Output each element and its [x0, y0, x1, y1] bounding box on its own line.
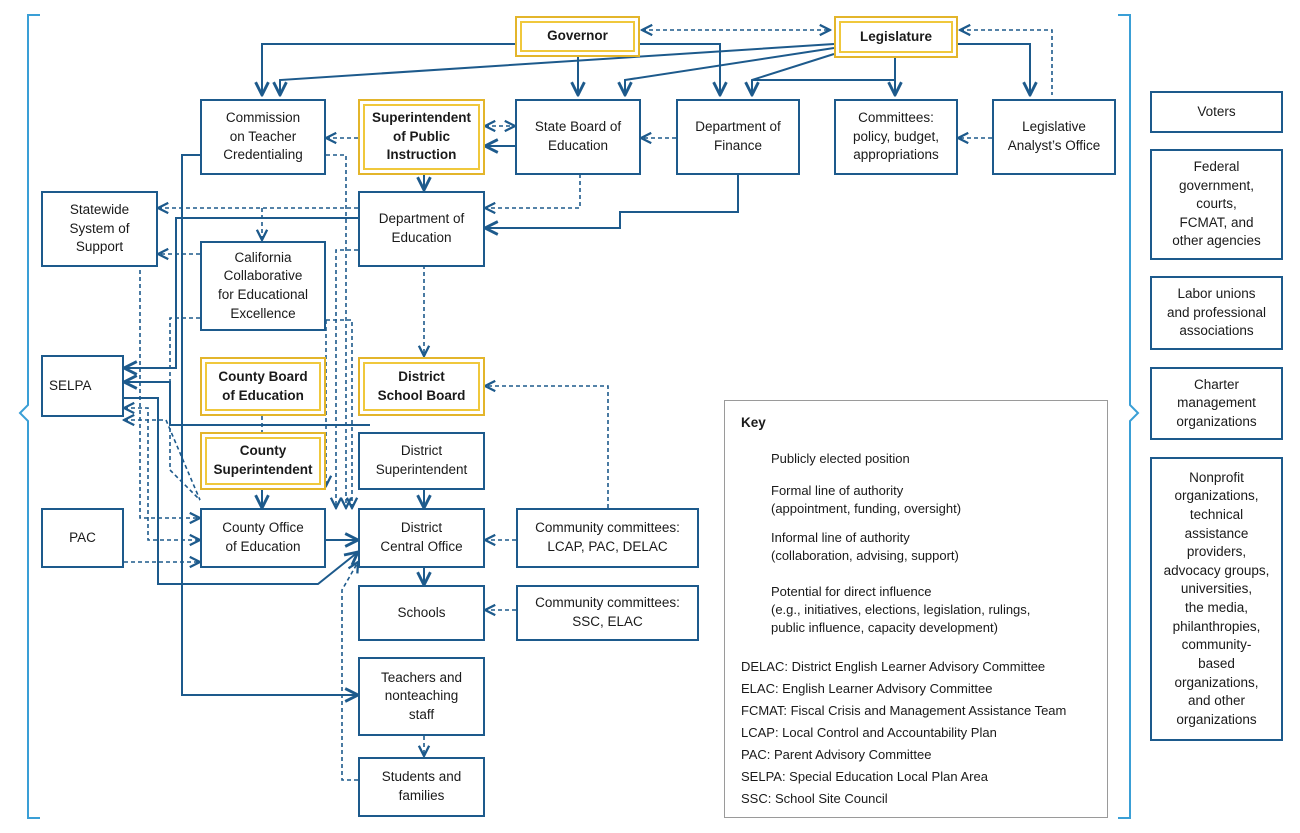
informal-lines: [124, 30, 1053, 781]
district-school-board-node: District School Board: [358, 357, 485, 416]
legislative-committees-node: Committees: policy, budget, appropriatio…: [834, 99, 958, 175]
legend-formal-label: Formal line of authority (appointment, f…: [771, 483, 962, 517]
students-families-node: Students and families: [358, 757, 485, 817]
legend-informal-label: Informal line of authority (collaboratio…: [771, 530, 959, 564]
abbreviation-ssc: SSC: School Site Council: [741, 791, 888, 806]
federal-government-node: Federal government, courts, FCMAT, and o…: [1150, 149, 1283, 260]
teachers-staff-node: Teachers and nonteaching staff: [358, 657, 485, 736]
abbreviation-elac: ELAC: English Learner Advisory Committee: [741, 681, 993, 696]
county-superintendent-node: County Superintendent: [200, 432, 326, 490]
pac-node: PAC: [41, 508, 124, 568]
left-bracket: [18, 14, 40, 819]
right-bracket: [1118, 14, 1140, 819]
abbreviation-pac: PAC: Parent Advisory Committee: [741, 747, 932, 762]
county-office-node: County Office of Education: [200, 508, 326, 568]
abbreviation-lcap: LCAP: Local Control and Accountability P…: [741, 725, 997, 740]
ccee-node: California Collaborative for Educational…: [200, 241, 326, 331]
schools-node: Schools: [358, 585, 485, 641]
community-committees-ssc-node: Community committees: SSC, ELAC: [516, 585, 699, 641]
legislative-analyst-node: Legislative Analyst’s Office: [992, 99, 1116, 175]
commission-node: Commission on Teacher Credentialing: [200, 99, 326, 175]
voters-node: Voters: [1150, 91, 1283, 133]
governor-node: Governor: [515, 16, 640, 57]
legislature-node: Legislature: [834, 16, 958, 58]
state-board-node: State Board of Education: [515, 99, 641, 175]
department-of-education-node: Department of Education: [358, 191, 485, 267]
charter-management-node: Charter management organizations: [1150, 367, 1283, 440]
selpa-node: SELPA: [41, 355, 124, 417]
nonprofit-organizations-node: Nonprofit organizations, technical assis…: [1150, 457, 1283, 741]
district-superintendent-node: District Superintendent: [358, 432, 485, 490]
statewide-system-of-support-node: Statewide System of Support: [41, 191, 158, 267]
district-central-office-node: District Central Office: [358, 508, 485, 568]
abbreviation-delac: DELAC: District English Learner Advisory…: [741, 659, 1046, 674]
county-board-node: County Board of Education: [200, 357, 326, 416]
legend-elected-label: Publicly elected position: [771, 451, 910, 466]
abbreviation-fcmat: FCMAT: Fiscal Crisis and Management Assi…: [741, 703, 1067, 718]
abbreviation-selpa: SELPA: Special Education Local Plan Area: [741, 769, 988, 784]
superintendent-public-instruction-node: Superintendent of Public Instruction: [358, 99, 485, 175]
labor-unions-node: Labor unions and professional associatio…: [1150, 276, 1283, 350]
community-committees-lcap-node: Community committees: LCAP, PAC, DELAC: [516, 508, 699, 568]
legend-box: Key Publicly elected position Formal lin…: [724, 400, 1108, 818]
formal-lines: [124, 43, 1030, 695]
legend-influence-label: Potential for direct influence (e.g., in…: [771, 584, 1031, 636]
legend-title: Key: [741, 415, 766, 430]
department-of-finance-node: Department of Finance: [676, 99, 800, 175]
